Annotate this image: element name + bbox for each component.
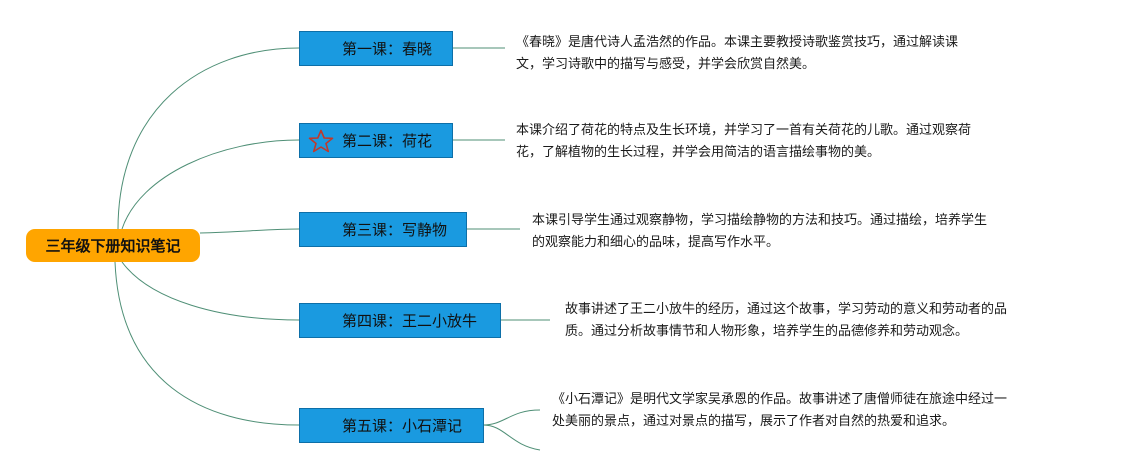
note-lesson-3[interactable]: 本课引导学生通过观察静物，学习描绘静物的方法和技巧。通过描绘，培养学生 的观察能… [532, 210, 987, 254]
topic-label: 第二课：荷花 [342, 132, 433, 150]
central-topic[interactable]: 三年级下册知识笔记 [26, 229, 200, 262]
note-line: 故事讲述了王二小放牛的经历，通过这个故事，学习劳动的意义和劳动者的品 [565, 302, 1008, 317]
connector-lesson-5-note-a [482, 409, 541, 426]
note-line: 文，学习诗歌中的描写与感受，并学会欣赏自然美。 [516, 57, 816, 72]
note-line: 处美丽的景点，通过对景点的描写，展示了作者对自然的热爱和追求。 [552, 414, 956, 429]
topic-lesson-1[interactable]: 第一课：春晓 [299, 31, 453, 66]
note-line: 质。通过分析故事情节和人物形象，培养学生的品德修养和劳动观念。 [565, 324, 969, 339]
note-lesson-2[interactable]: 本课介绍了荷花的特点及生长环境，并学习了一首有关荷花的儿歌。通过观察荷 花，了解… [516, 120, 971, 164]
topic-lesson-2[interactable]: 第二课：荷花 [299, 123, 453, 158]
note-lesson-5[interactable]: 《小石潭记》是明代文学家吴承恩的作品。故事讲述了唐僧师徒在旅途中经过一 处美丽的… [552, 389, 1007, 433]
note-line: 《春晓》是唐代诗人孟浩然的作品。本课主要教授诗歌鉴赏技巧，通过解读课 [516, 35, 959, 50]
connector-root-lesson-4 [121, 261, 300, 321]
topic-label: 第一课：春晓 [342, 40, 433, 58]
topic-label: 第三课：写静物 [342, 221, 448, 239]
star-icon [300, 124, 342, 157]
note-line: 《小石潭记》是明代文学家吴承恩的作品。故事讲述了唐僧师徒在旅途中经过一 [552, 392, 1008, 407]
note-line: 的观察能力和细心的品味，提高写作水平。 [532, 235, 780, 250]
topic-lesson-4[interactable]: 第四课：王二小放牛 [299, 303, 501, 338]
connector-root-lesson-2 [121, 139, 300, 230]
note-line: 本课引导学生通过观察静物，学习描绘静物的方法和技巧。通过描绘，培养学生 [532, 213, 988, 228]
note-lesson-4[interactable]: 故事讲述了王二小放牛的经历，通过这个故事，学习劳动的意义和劳动者的品 质。通过分… [565, 299, 1007, 343]
note-line: 本课介绍了荷花的特点及生长环境，并学习了一首有关荷花的儿歌。通过观察荷 [516, 123, 972, 138]
connector-root-lesson-1 [117, 47, 300, 230]
topic-label: 第五课：小石潭记 [342, 417, 463, 435]
icon-slot [300, 32, 342, 65]
topic-lesson-3[interactable]: 第三课：写静物 [299, 212, 467, 247]
icon-slot [300, 409, 342, 442]
connector-root-lesson-5 [114, 261, 300, 426]
connector-root-lesson-3 [199, 228, 300, 234]
topic-label: 第四课：王二小放牛 [342, 312, 478, 330]
topic-lesson-5[interactable]: 第五课：小石潭记 [299, 408, 484, 443]
connector-lesson-5-note-b [482, 424, 541, 451]
icon-slot [300, 304, 342, 337]
note-lesson-1[interactable]: 《春晓》是唐代诗人孟浩然的作品。本课主要教授诗歌鉴赏技巧，通过解读课 文，学习诗… [516, 32, 958, 76]
icon-slot [300, 213, 342, 246]
note-line: 花，了解植物的生长过程，并学会用简洁的语言描绘事物的美。 [516, 145, 881, 160]
